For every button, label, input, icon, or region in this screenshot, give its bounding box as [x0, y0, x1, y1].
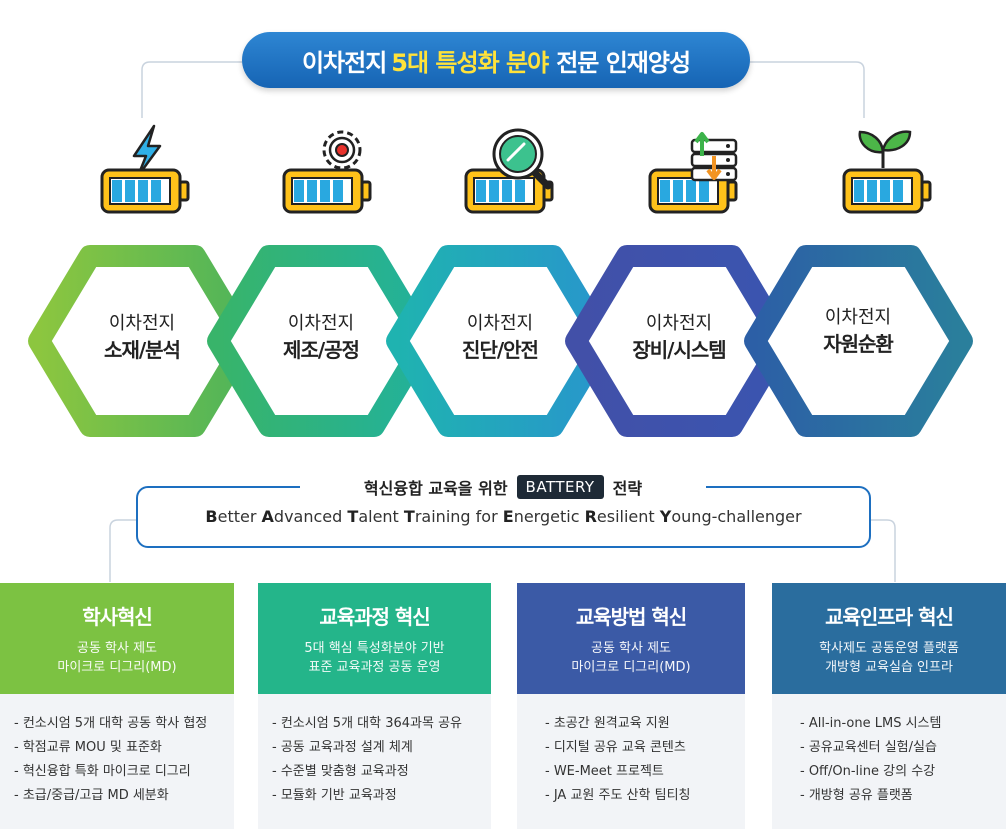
- title-highlight: 5대 특성화 분야: [391, 48, 549, 77]
- list-item: - 초급/중급/고급 MD 세분화: [14, 788, 169, 803]
- tagline-word: Energetic: [502, 507, 580, 526]
- list-item: - 컨소시엄 5개 대학 공동 학사 협정: [14, 716, 208, 731]
- battery-chip: BATTERY: [516, 475, 604, 499]
- battery-field-4: [648, 132, 738, 214]
- list-item: - 컨소시엄 5개 대학 364과목 공유: [272, 716, 462, 731]
- card-sub2-3: 마이크로 디그리(MD): [571, 660, 691, 675]
- card-sub2-2: 표준 교육과정 공동 운영: [308, 660, 441, 675]
- list-item: - 공동 교육과정 설계 체계: [272, 740, 413, 755]
- card-title-2: 교육과정 혁신: [319, 605, 430, 629]
- title-part2: 전문 인재양성: [556, 48, 691, 77]
- field-4-line2: 장비/시스템: [632, 338, 726, 362]
- field-label-1: 이차전지 소재/분석: [67, 312, 217, 364]
- card-sub2-1: 마이크로 디그리(MD): [57, 660, 177, 675]
- card-sub1-1: 공동 학사 제도: [76, 641, 158, 656]
- field-label-3: 이차전지 진단/안전: [425, 312, 575, 364]
- list-item: - All-in-one LMS 시스템: [800, 716, 942, 731]
- list-item: - 혁신융합 특화 마이크로 디그리: [14, 764, 191, 779]
- card-title-4: 교육인프라 혁신: [825, 605, 954, 629]
- tagline-word: Young-challenger: [659, 507, 802, 526]
- card-sub1-3: 공동 학사 제도: [590, 641, 672, 656]
- card-sub2-4: 개방형 교육실습 인프라: [825, 660, 953, 675]
- tagline-word: Advanced: [261, 507, 343, 526]
- list-item: - 공유교육센터 실험/실습: [800, 740, 937, 755]
- field-2-line2: 제조/공정: [283, 338, 360, 362]
- list-item: - 개방형 공유 플랫폼: [800, 788, 913, 803]
- field-1-line2: 소재/분석: [104, 338, 181, 362]
- field-3-line2: 진단/안전: [462, 338, 539, 362]
- battery-strategy-heading: 혁신융합 교육을 위한 BATTERY 전략: [300, 472, 706, 502]
- field-2-line1: 이차전지: [287, 313, 355, 334]
- page-title: 이차전지 5대 특성화 분야 전문 인재양성: [242, 32, 750, 88]
- card-body-3: - 초공간 원격교육 지원 - 디지털 공유 교육 콘텐츠 - WE-Meet …: [517, 694, 745, 829]
- card-body-1: - 컨소시엄 5개 대학 공동 학사 협정 - 학점교류 MOU 및 표준화 -…: [0, 694, 234, 829]
- field-5-line1: 이차전지: [824, 307, 892, 328]
- battery-field-2: [282, 130, 372, 214]
- tagline-word: Talent: [347, 507, 399, 526]
- heading-post: 전략: [612, 479, 643, 498]
- card-sub1-2: 5대 핵심 특성화분야 기반: [304, 641, 445, 656]
- hex-field-1: [28, 245, 257, 437]
- card-title-3: 교육방법 혁신: [575, 605, 687, 629]
- card-body-2: - 컨소시엄 5개 대학 364과목 공유 - 공동 교육과정 설계 체계 - …: [258, 694, 491, 829]
- field-4-line1: 이차전지: [645, 313, 713, 334]
- title-part1: 이차전지: [301, 48, 387, 77]
- list-item: - 모듈화 기반 교육과정: [272, 788, 397, 803]
- server-icon: [690, 132, 738, 182]
- tagline-word: for: [475, 507, 498, 526]
- list-item: - 수준별 맞춤형 교육과정: [272, 764, 409, 779]
- list-item: - WE-Meet 프로젝트: [545, 764, 664, 779]
- field-3-line1: 이차전지: [466, 313, 534, 334]
- card-sub1-4: 학사제도 공동운영 플랫폼: [819, 641, 959, 656]
- battery-field-3: [464, 128, 554, 214]
- battery-tagline: Better Advanced Talent Training for Ener…: [136, 507, 871, 526]
- card-title-1: 학사혁신: [82, 605, 153, 629]
- hex-field-4: [565, 245, 794, 437]
- field-1-line1: 이차전지: [108, 313, 176, 334]
- tagline-word: Training: [403, 507, 471, 526]
- field-label-4: 이차전지 장비/시스템: [604, 312, 754, 364]
- field-label-5: 이차전지 자원순환: [783, 306, 933, 358]
- tagline-word: Resilient: [584, 507, 655, 526]
- battery-field-1: [100, 124, 190, 214]
- tagline-word: Better: [205, 507, 257, 526]
- list-item: - Off/On-line 강의 수강: [800, 764, 936, 779]
- hex-field-5: [744, 245, 973, 437]
- hex-field-2: [207, 245, 436, 437]
- magnifier-icon: [492, 128, 552, 190]
- field-label-2: 이차전지 제조/공정: [246, 312, 396, 364]
- hex-field-3: [386, 245, 615, 437]
- field-5-line2: 자원순환: [823, 332, 894, 356]
- gear-icon: [322, 130, 362, 170]
- battery-field-5: [842, 130, 932, 214]
- list-item: - 초공간 원격교육 지원: [545, 716, 670, 731]
- sprout-icon: [858, 130, 912, 168]
- list-item: - JA 교원 주도 산학 팀티칭: [545, 788, 691, 803]
- list-item: - 디지털 공유 교육 콘텐츠: [545, 740, 686, 755]
- heading-pre: 혁신융합 교육을 위한: [363, 479, 508, 498]
- card-body-4: - All-in-one LMS 시스템 - 공유교육센터 실험/실습 - Of…: [772, 694, 1006, 829]
- list-item: - 학점교류 MOU 및 표준화: [14, 740, 162, 755]
